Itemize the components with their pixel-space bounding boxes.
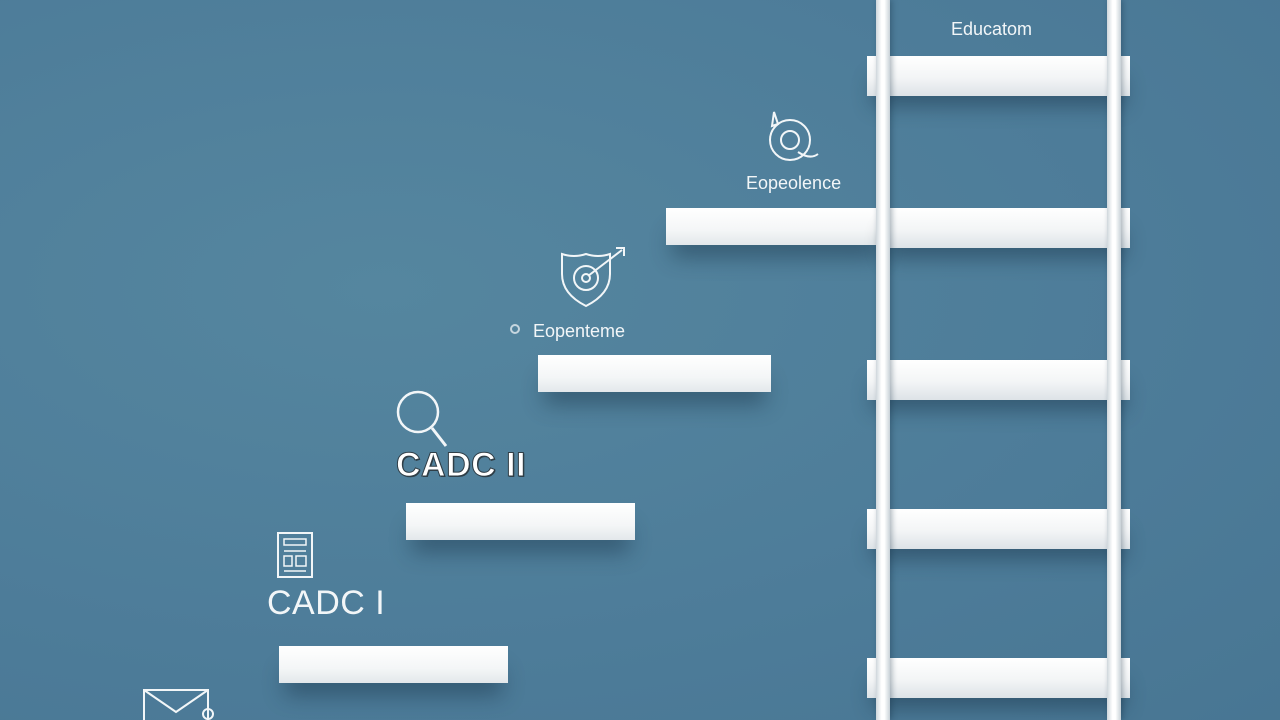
ladder-rung-2 [880,208,1130,248]
step-label-2: CADC II [395,446,527,485]
document-icon [276,531,316,581]
ladder-rail-right [1107,0,1121,720]
magnifier-icon [394,388,452,448]
step-label-4: Eopeolence [746,173,842,193]
step-label-1: CADC I [267,584,386,622]
ladder-rung-4 [867,509,1130,549]
step-label-3: Eopenteme [533,321,626,341]
ladder-rung-3 [867,360,1130,400]
ladder-rung-5 [867,658,1130,698]
step-bar-2 [406,503,635,540]
step-bar-4 [666,208,886,245]
target-shield-icon [558,244,628,310]
ladder-top-label: Educatom [951,19,1033,39]
ladder-rail-left [876,0,890,720]
small-dot-icon [508,322,522,336]
rocket-target-icon [764,108,824,166]
graduation-icon [976,0,1020,10]
ladder-rung-1 [867,56,1130,96]
envelope-icon [142,688,218,720]
step-bar-3 [538,355,771,392]
step-bar-1 [279,646,508,683]
